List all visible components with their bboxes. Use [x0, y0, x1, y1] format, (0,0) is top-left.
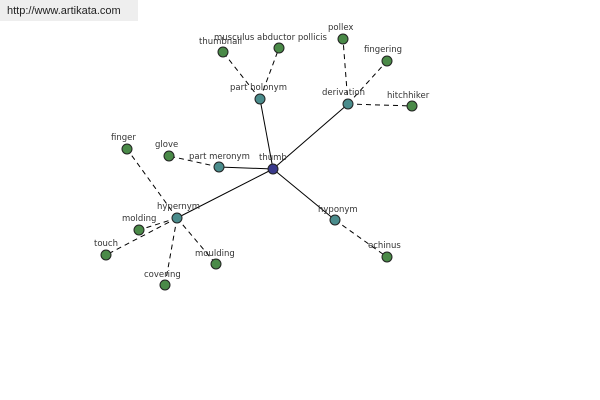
node-leaf-molding[interactable] [133, 224, 145, 236]
edge-derivation-hitchhiker [347, 103, 413, 107]
label-leaf-fingering[interactable]: fingering [364, 45, 402, 55]
edge-part-holonym [259, 98, 274, 170]
edges [105, 38, 413, 286]
label-relation-part-meronym[interactable]: part meronym [189, 152, 250, 162]
label-leaf-moulding[interactable]: moulding [195, 249, 235, 259]
node-leaf-glove[interactable] [163, 150, 175, 162]
nodes [100, 33, 418, 291]
label-relation-derivation[interactable]: derivation [322, 88, 365, 98]
label-leaf-covering[interactable]: covering [144, 270, 181, 280]
node-leaf-touch[interactable] [100, 249, 112, 261]
edge-hypernym-touch [105, 217, 178, 256]
node-center-thumb[interactable] [267, 163, 279, 175]
label-leaf-glove[interactable]: glove [155, 140, 178, 150]
node-leaf-echinus[interactable] [381, 251, 393, 263]
label-leaf-molding[interactable]: molding [122, 214, 156, 224]
edge-derivation [272, 103, 349, 170]
edge-part-meronym [218, 166, 274, 170]
edge-part-holonym-musculus-abductor-pollicis [259, 47, 280, 100]
label-leaf-finger[interactable]: finger [111, 133, 136, 143]
node-relation-hypernym[interactable] [171, 212, 183, 224]
node-relation-derivation[interactable] [342, 98, 354, 110]
label-leaf-echinus[interactable]: echinus [368, 241, 401, 251]
source-url[interactable]: http://www.artikata.com [7, 5, 121, 17]
node-leaf-finger[interactable] [121, 143, 133, 155]
node-leaf-covering[interactable] [159, 279, 171, 291]
edge-hypernym-moulding [176, 217, 217, 265]
node-relation-hyponym[interactable] [329, 214, 341, 226]
label-leaf-touch[interactable]: touch [94, 239, 118, 249]
edge-hypernym [176, 168, 274, 219]
label-leaf-pollex[interactable]: pollex [328, 23, 353, 33]
url-bar: http://www.artikata.com [0, 0, 138, 21]
label-center-thumb[interactable]: thumb [259, 153, 287, 163]
label-relation-part-holonym[interactable]: part holonym [230, 83, 287, 93]
node-leaf-fingering[interactable] [381, 55, 393, 67]
node-leaf-thumbnail[interactable] [217, 46, 229, 58]
label-relation-hyponym[interactable]: hyponym [318, 205, 358, 215]
node-leaf-moulding[interactable] [210, 258, 222, 270]
node-relation-part-holonym[interactable] [254, 93, 266, 105]
edge-hypernym-molding [138, 217, 178, 231]
edge-derivation-fingering [347, 60, 388, 105]
node-leaf-hitchhiker[interactable] [406, 100, 418, 112]
label-leaf-thumbnail[interactable]: thumbnail [199, 37, 242, 47]
node-leaf-musculus-abductor-pollicis[interactable] [273, 42, 285, 54]
edge-hyponym [272, 168, 336, 221]
edge-hypernym-covering [164, 217, 178, 286]
node-leaf-pollex[interactable] [337, 33, 349, 45]
label-leaf-musculus-abductor-pollicis[interactable]: musculus abductor pollicis [214, 33, 328, 43]
label-relation-hypernym[interactable]: hypernym [157, 202, 200, 212]
node-relation-part-meronym[interactable] [213, 161, 225, 173]
edge-hyponym-echinus [334, 219, 388, 258]
edge-part-holonym-thumbnail [222, 51, 261, 100]
edge-derivation-pollex [342, 38, 349, 105]
label-leaf-hitchhiker[interactable]: hitchhiker [387, 91, 430, 101]
